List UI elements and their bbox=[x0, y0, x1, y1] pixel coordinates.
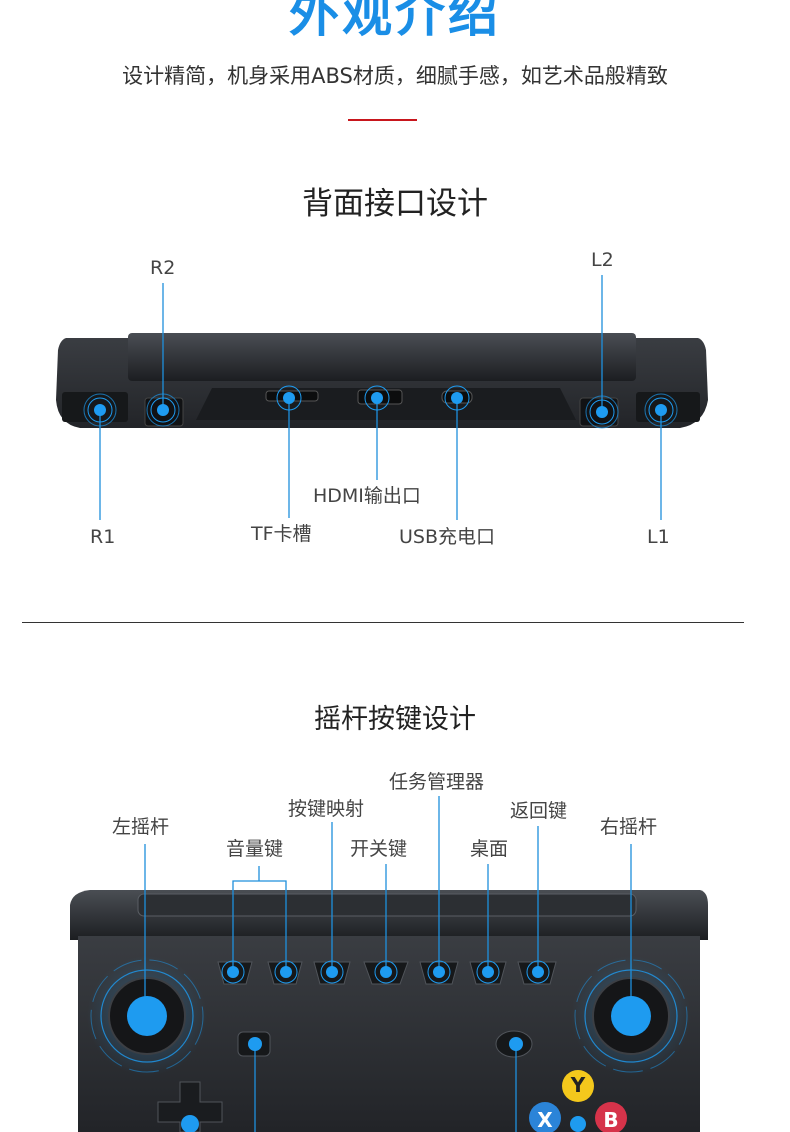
device-back-view bbox=[56, 333, 708, 428]
marker-r2 bbox=[146, 393, 180, 427]
front-markers bbox=[127, 960, 651, 1132]
label-r2: R2 bbox=[150, 257, 176, 279]
back-section-title: 背面接口设计 bbox=[302, 186, 488, 222]
front-section-title: 摇杆按键设计 bbox=[314, 704, 476, 735]
section-divider bbox=[22, 622, 744, 623]
label-l1: L1 bbox=[647, 526, 670, 548]
marker-l2 bbox=[585, 395, 619, 429]
back-leader-lines bbox=[99, 275, 662, 520]
marker-left-stick bbox=[127, 996, 167, 1036]
back-markers bbox=[83, 385, 678, 429]
label-back: 返回键 bbox=[510, 800, 568, 822]
front-leader-lines bbox=[144, 796, 632, 1132]
face-buttons bbox=[529, 1070, 627, 1132]
label-r1: R1 bbox=[90, 526, 116, 548]
label-volume: 音量键 bbox=[226, 838, 284, 860]
marker-usb bbox=[444, 385, 470, 411]
button-b-label: B bbox=[603, 1108, 619, 1132]
label-usb: USB充电口 bbox=[399, 526, 496, 548]
label-task-manager: 任务管理器 bbox=[389, 771, 485, 793]
label-power: 开关键 bbox=[350, 838, 408, 860]
marker-r1 bbox=[83, 393, 117, 427]
label-left-stick: 左摇杆 bbox=[112, 816, 170, 838]
marker-tf bbox=[276, 385, 302, 411]
button-y-label: Y bbox=[570, 1073, 586, 1097]
red-divider bbox=[348, 119, 417, 121]
label-tf-slot: TF卡槽 bbox=[251, 523, 312, 545]
label-hdmi: HDMI输出口 bbox=[313, 485, 421, 507]
label-keymap: 按键映射 bbox=[288, 798, 365, 820]
marker-hdmi bbox=[364, 385, 390, 411]
button-x-label: X bbox=[537, 1108, 553, 1132]
marker-l1 bbox=[644, 393, 678, 427]
hero-title: 外观介绍 bbox=[289, 0, 501, 43]
label-desktop: 桌面 bbox=[470, 838, 509, 860]
label-l2: L2 bbox=[591, 249, 614, 271]
marker-right-stick bbox=[611, 996, 651, 1036]
label-right-stick: 右摇杆 bbox=[600, 816, 658, 838]
hero-subtitle: 设计精简，机身采用ABS材质，细腻手感，如艺术品般精致 bbox=[122, 64, 668, 88]
